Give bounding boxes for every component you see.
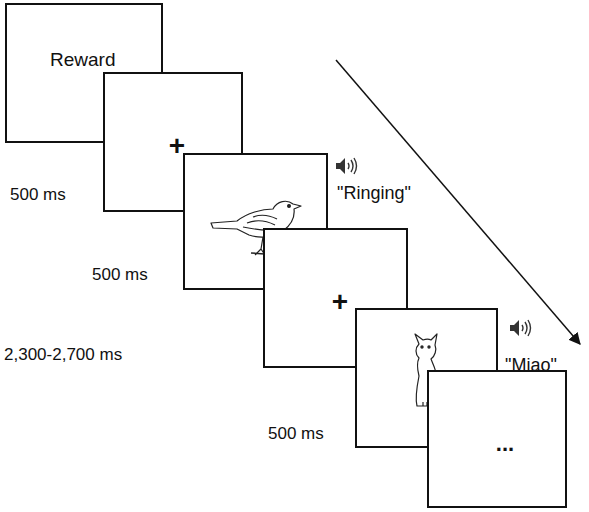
sound-label: "Ringing" <box>337 183 411 204</box>
duration-label: 500 ms <box>92 265 148 285</box>
screen-text: + <box>332 286 348 318</box>
duration-label: 500 ms <box>268 424 324 444</box>
duration-label: 500 ms <box>10 185 66 205</box>
speaker-icon <box>509 318 533 338</box>
continuation-screen: ... <box>427 370 567 508</box>
screen-text: Reward <box>50 49 115 71</box>
screen-text: ... <box>496 431 514 456</box>
speaker-icon <box>335 156 359 176</box>
duration-label: 2,300-2,700 ms <box>4 345 122 365</box>
